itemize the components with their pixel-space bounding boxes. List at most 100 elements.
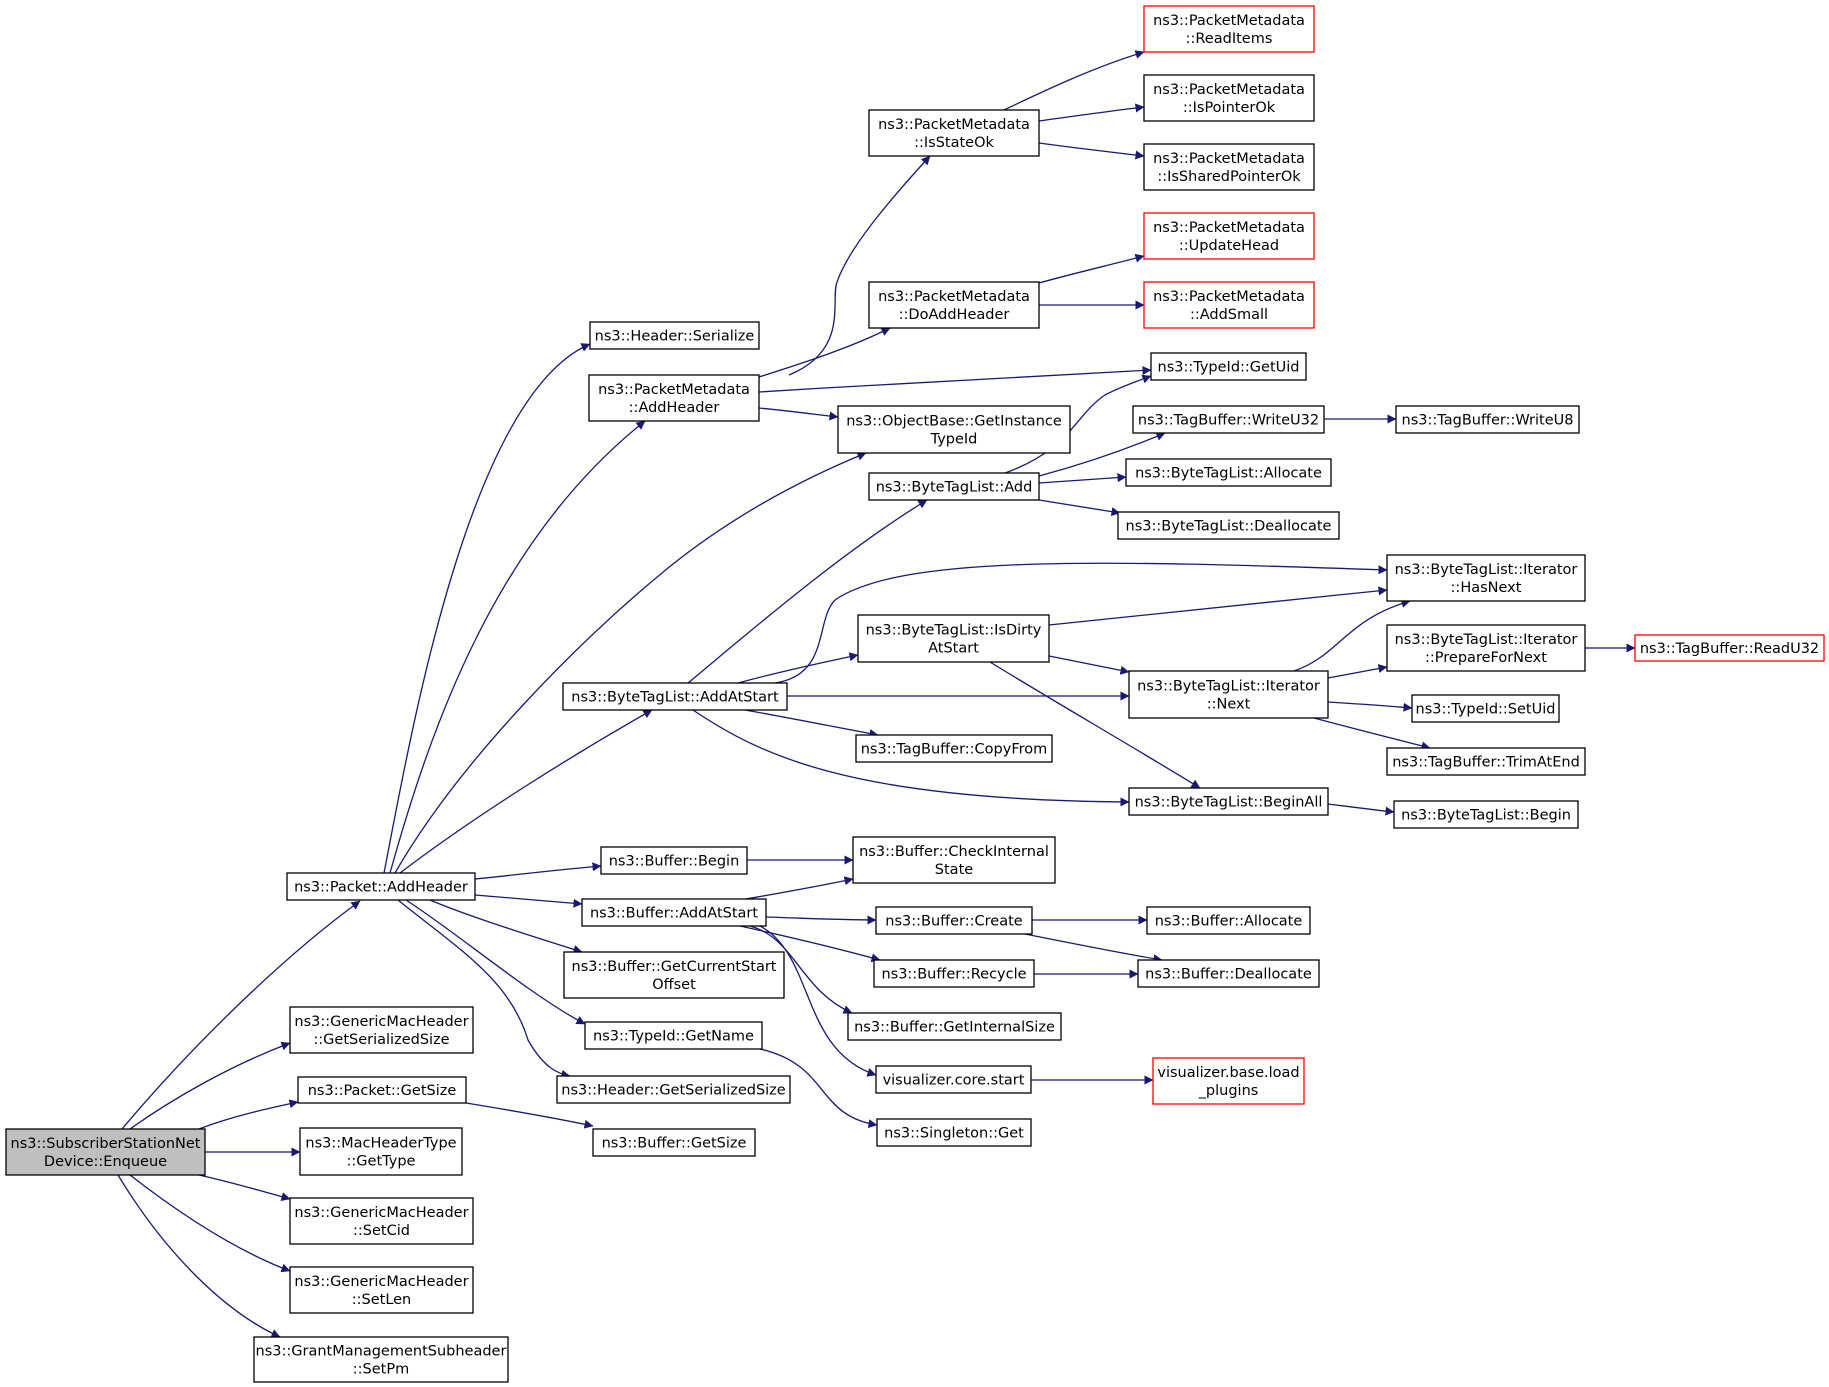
edge-line xyxy=(1038,253,1145,284)
node-pm-isshptrok[interactable]: ns3::PacketMetadata::IsSharedPointerOk xyxy=(1143,143,1315,191)
edge-line xyxy=(737,652,859,684)
node-label: ns3::Header::GetSerializedSize xyxy=(561,1083,786,1099)
edge-line xyxy=(1038,142,1145,160)
edge-line xyxy=(429,899,583,954)
node-btl-beginall[interactable]: ns3::ByteTagList::BeginAll xyxy=(1128,787,1329,816)
node-tb-writeu32[interactable]: ns3::TagBuffer::WriteU32 xyxy=(1132,405,1325,434)
edge-line xyxy=(765,915,877,925)
edge-enqueue-to-gms_setpm xyxy=(117,1174,281,1338)
node-pm-updatehead[interactable]: ns3::PacketMetadata::UpdateHead xyxy=(1143,212,1315,260)
node-label: ns3::Buffer::GetSize xyxy=(602,1136,747,1152)
node-b-getsize[interactable]: ns3::Buffer::GetSize xyxy=(592,1128,756,1157)
node-box xyxy=(289,1006,474,1054)
node-pm-readitems[interactable]: ns3::PacketMetadata::ReadItems xyxy=(1143,5,1315,53)
edge-line xyxy=(744,709,879,738)
node-gmh-setlen[interactable]: ns3::GenericMacHeader::SetLen xyxy=(289,1266,474,1314)
edge-p_addheader-to-pm_addheader xyxy=(389,420,646,874)
node-label: ns3::TypeId::SetUid xyxy=(1416,702,1556,718)
node-p-getsize[interactable]: ns3::Packet::GetSize xyxy=(297,1076,467,1104)
edge-b_addatstart-to-b_checkint xyxy=(745,876,854,900)
node-b-getintsize[interactable]: ns3::Buffer::GetInternalSize xyxy=(847,1012,1062,1041)
node-label: ns3::GenericMacHeader xyxy=(294,1274,468,1290)
node-label: ns3::ByteTagList::Add xyxy=(876,480,1033,496)
edge-btl_addatstart-to-btl_add xyxy=(687,499,928,684)
edge-line xyxy=(474,894,583,908)
node-btl-it-next[interactable]: ns3::ByteTagList::Iterator::Next xyxy=(1128,670,1329,719)
node-box xyxy=(1143,74,1315,122)
node-pm-ispointerok[interactable]: ns3::PacketMetadata::IsPointerOk xyxy=(1143,74,1315,122)
edge-line xyxy=(1038,432,1166,477)
edge-line xyxy=(129,1041,291,1130)
node-label: ns3::PacketMetadata xyxy=(878,117,1030,133)
edge-b_addatstart-to-b_create xyxy=(765,915,877,925)
node-btl-deallocate[interactable]: ns3::ByteTagList::Deallocate xyxy=(1117,511,1340,540)
node-tid-setuid[interactable]: ns3::TypeId::SetUid xyxy=(1411,694,1560,723)
node-tid-getname[interactable]: ns3::TypeId::GetName xyxy=(584,1021,763,1050)
node-btl-allocate[interactable]: ns3::ByteTagList::Allocate xyxy=(1125,458,1332,487)
node-label: ns3::Buffer::Allocate xyxy=(1155,914,1303,930)
node-tb-readu32[interactable]: ns3::TagBuffer::ReadU32 xyxy=(1634,634,1825,662)
edge-line xyxy=(687,499,928,684)
node-btl-it-prepnext[interactable]: ns3::ByteTagList::Iterator::PrepareForNe… xyxy=(1386,624,1586,672)
node-singleton-get[interactable]: ns3::Singleton::Get xyxy=(876,1118,1032,1147)
node-label: visualizer.core.start xyxy=(883,1073,1025,1089)
edge-btl_isdirty-to-btl_beginall xyxy=(989,661,1201,789)
node-pm-addheader[interactable]: ns3::PacketMetadata::AddHeader xyxy=(588,374,760,422)
node-tb-copyfrom[interactable]: ns3::TagBuffer::CopyFrom xyxy=(855,734,1053,763)
node-label: ns3::ByteTagList::Iterator xyxy=(1395,632,1578,648)
edge-line xyxy=(383,343,591,874)
node-label: ns3::Buffer::Recycle xyxy=(881,967,1026,983)
node-label: ::UpdateHead xyxy=(1179,238,1279,254)
node-tb-trimatend[interactable]: ns3::TagBuffer::TrimAtEnd xyxy=(1386,747,1586,776)
edge-btl_isdirty-to-btl_it_next xyxy=(1048,655,1130,675)
node-btl-it-hasnext[interactable]: ns3::ByteTagList::Iterator::HasNext xyxy=(1386,554,1586,602)
node-label: ns3::PacketMetadata xyxy=(1153,13,1305,29)
edge-pm_addheader-to-ob_getinsttid xyxy=(758,407,839,421)
node-pm-addsmall[interactable]: ns3::PacketMetadata::AddSmall xyxy=(1143,281,1315,329)
node-btl-begin[interactable]: ns3::ByteTagList::Begin xyxy=(1393,800,1579,829)
node-vis-start[interactable]: visualizer.core.start xyxy=(875,1065,1032,1094)
node-mht-gettype[interactable]: ns3::MacHeaderType::GetType xyxy=(299,1127,463,1176)
edge-p_addheader-to-b_begin xyxy=(474,862,602,880)
edge-line xyxy=(394,452,867,874)
node-pm-isstateok[interactable]: ns3::PacketMetadata::IsStateOk xyxy=(868,109,1040,157)
node-label: _plugins xyxy=(1198,1083,1259,1099)
node-btl-addatstart[interactable]: ns3::ByteTagList::AddAtStart xyxy=(562,682,788,711)
node-label: ns3::Buffer::GetInternalSize xyxy=(854,1020,1055,1036)
node-p-addheader[interactable]: ns3::Packet::AddHeader xyxy=(286,872,476,901)
node-b-deallocate[interactable]: ns3::Buffer::Deallocate xyxy=(1137,959,1320,988)
node-label: ns3::Buffer::Create xyxy=(885,914,1023,930)
node-gms-setpm[interactable]: ns3::GrantManagementSubheader::SetPm xyxy=(253,1336,509,1383)
node-label: ::AddSmall xyxy=(1190,307,1268,323)
node-gmh-getsersize[interactable]: ns3::GenericMacHeader::GetSerializedSize xyxy=(289,1006,474,1054)
node-tid-getuid[interactable]: ns3::TypeId::GetUid xyxy=(1150,352,1307,381)
node-b-recycle[interactable]: ns3::Buffer::Recycle xyxy=(873,959,1035,988)
node-b-create[interactable]: ns3::Buffer::Create xyxy=(875,906,1033,935)
node-label: ns3::GenericMacHeader xyxy=(294,1205,468,1221)
node-pm-doaddheader[interactable]: ns3::PacketMetadata::DoAddHeader xyxy=(868,281,1040,329)
node-label: ns3::ObjectBase::GetInstance xyxy=(846,414,1062,430)
function-nodes: ns3::SubscriberStationNetDevice::Enqueue… xyxy=(5,5,1825,1383)
node-h-serialize[interactable]: ns3::Header::Serialize xyxy=(589,321,760,350)
node-box xyxy=(875,1065,1032,1094)
node-box xyxy=(1117,511,1340,540)
node-box xyxy=(584,1021,763,1050)
node-label: ns3::TypeId::GetName xyxy=(593,1029,754,1045)
node-gmh-setcid[interactable]: ns3::GenericMacHeader::SetCid xyxy=(289,1197,474,1245)
node-btl-add[interactable]: ns3::ByteTagList::Add xyxy=(868,472,1040,501)
node-b-begin[interactable]: ns3::Buffer::Begin xyxy=(600,846,748,875)
node-vis-loadplugins[interactable]: visualizer.base.load_plugins xyxy=(1152,1057,1305,1105)
node-label: ns3::PacketMetadata xyxy=(1153,82,1305,98)
node-tb-writeu8[interactable]: ns3::TagBuffer::WriteU8 xyxy=(1395,405,1580,434)
node-b-addatstart[interactable]: ns3::Buffer::AddAtStart xyxy=(581,898,767,927)
node-box xyxy=(1143,212,1315,260)
node-h-getsersize[interactable]: ns3::Header::GetSerializedSize xyxy=(556,1075,791,1104)
node-label: ns3::Packet::GetSize xyxy=(308,1083,457,1099)
node-b-allocate[interactable]: ns3::Buffer::Allocate xyxy=(1146,906,1311,935)
